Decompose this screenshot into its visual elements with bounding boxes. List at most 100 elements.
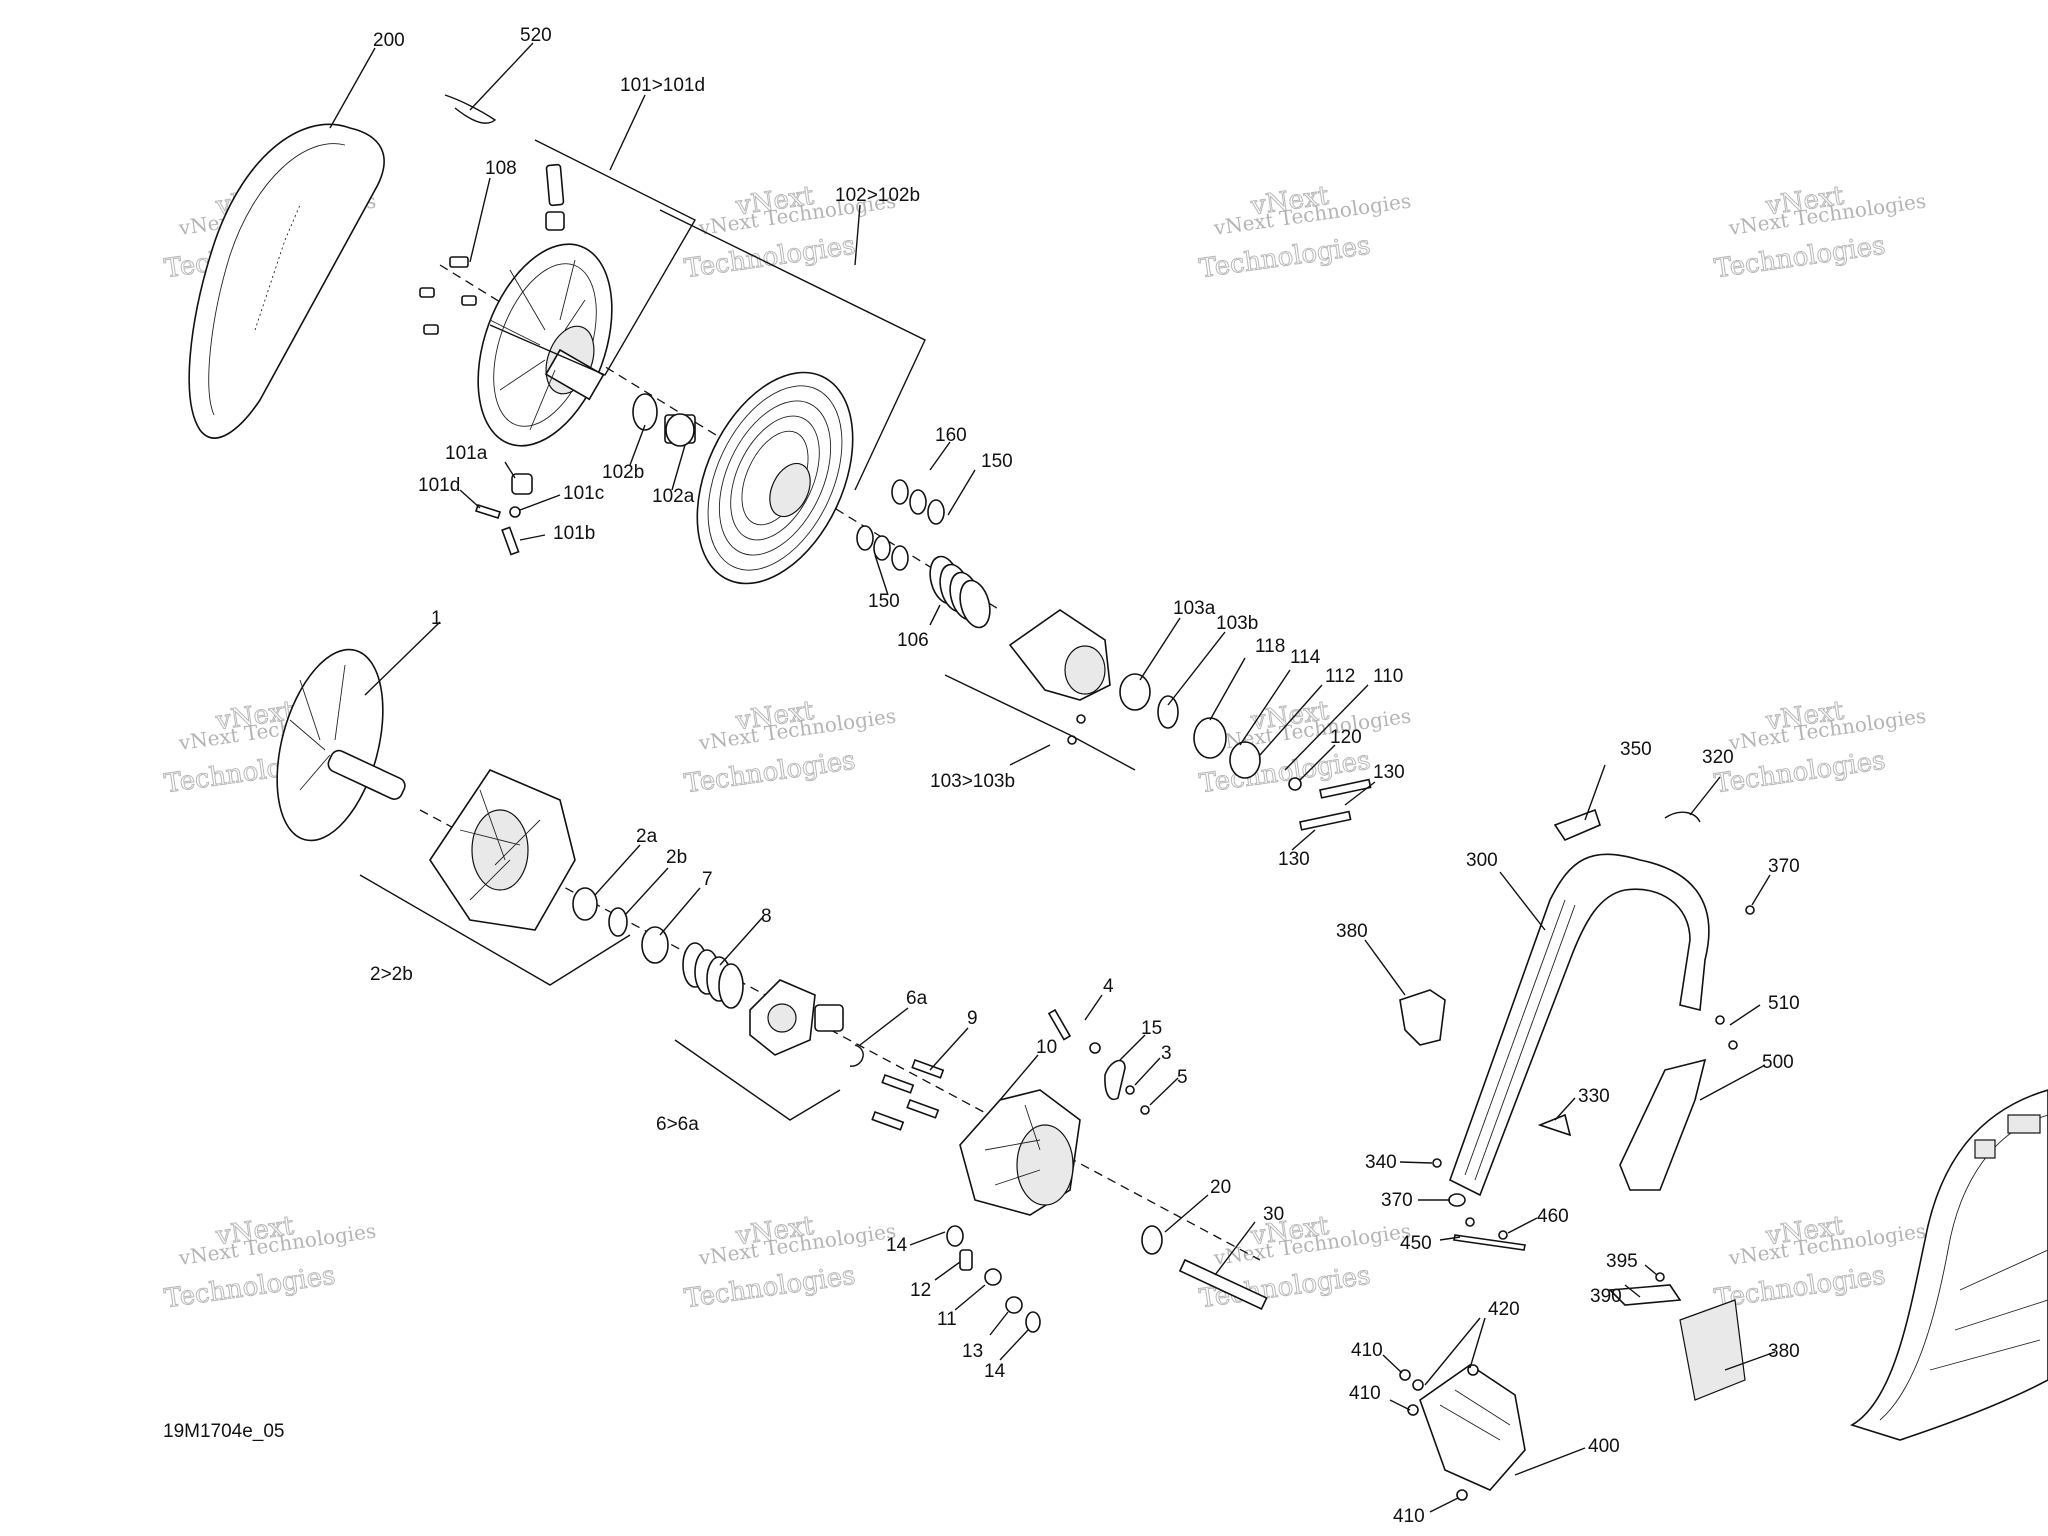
callout-1: 1 [431, 608, 442, 629]
rings-150-160 [856, 479, 945, 571]
bearing-102 [632, 393, 696, 447]
watermark: vNext Technologies vNext Technologies [162, 1210, 377, 1314]
callout-6: 6>6a [656, 1114, 699, 1135]
watermark: vNext Technologies vNext Technologies [1712, 1210, 1927, 1314]
callout-340: 340 [1365, 1152, 1397, 1173]
callout-14-lower: 14 [984, 1361, 1006, 1382]
callout-103a: 103a [1173, 598, 1216, 619]
callout-420: 420 [1488, 1299, 1520, 1320]
group-102-bracket [659, 209, 926, 491]
callout-102: 102>102b [835, 185, 920, 206]
belt-guard-partial [1850, 1089, 2048, 1441]
callout-160: 160 [935, 425, 967, 446]
callout-5: 5 [1177, 1067, 1188, 1088]
callout-101a: 101a [445, 443, 488, 464]
callout-11: 11 [937, 1309, 957, 1330]
callout-14-upper: 14 [886, 1235, 908, 1256]
callout-3: 3 [1161, 1043, 1172, 1064]
group-103-bracket [944, 674, 1136, 771]
callout-410-middle: 410 [1349, 1383, 1381, 1404]
diagram-id: 19M1704e_05 [163, 1421, 285, 1442]
fixed-sheave [477, 243, 613, 447]
callout-330: 330 [1578, 1086, 1610, 1107]
callout-108: 108 [485, 158, 517, 179]
callout-150-lower: 150 [868, 591, 900, 612]
callout-101: 101>101d [620, 75, 705, 96]
callout-102b: 102b [602, 462, 644, 483]
callout-8: 8 [761, 906, 772, 927]
callout-380-upper: 380 [1336, 921, 1368, 942]
drive-belt [188, 123, 385, 439]
small-brackets [1553, 808, 1755, 915]
callout-118: 118 [1255, 636, 1285, 657]
fasteners-drive [871, 1008, 1150, 1131]
callout-500: 500 [1762, 1052, 1794, 1073]
watermark: vNext Technologies vNext Technologies [1712, 180, 1927, 284]
callout-7: 7 [702, 869, 713, 890]
callout-labels: 200 520 101>101d 108 102>102b 160 150 10… [370, 25, 1800, 1527]
callout-9: 9 [967, 1008, 978, 1029]
guard-400 [1399, 1364, 1526, 1501]
watermark: vNext Technologies vNext Technologies [682, 180, 897, 284]
group-2-bracket [359, 874, 631, 986]
callout-200: 200 [373, 30, 405, 51]
callout-380-lower: 380 [1768, 1341, 1800, 1362]
group-6-bracket [674, 1039, 841, 1121]
callout-13: 13 [962, 1341, 983, 1362]
driven-spring [929, 555, 991, 629]
rollers [946, 1225, 1041, 1333]
callout-15: 15 [1141, 1018, 1162, 1039]
watermark: vNext Technologies vNext Technologies [1712, 695, 1927, 799]
callout-101b: 101b [553, 523, 595, 544]
callout-510: 510 [1768, 993, 1800, 1014]
flap-380 [1679, 1299, 1746, 1401]
callout-102a: 102a [652, 486, 695, 507]
callout-520: 520 [520, 25, 552, 46]
drive-cover [959, 1089, 1081, 1216]
assembly-brackets [359, 139, 1136, 1121]
callout-2a: 2a [636, 826, 658, 847]
watermark: vNext Technologies vNext Technologies [1197, 180, 1412, 284]
drive-bushings-spring [572, 887, 744, 1009]
callout-410-upper: 410 [1351, 1340, 1383, 1361]
callout-130-lower: 130 [1278, 849, 1310, 870]
callout-2b: 2b [666, 847, 687, 868]
drive-fixed-half [276, 648, 406, 842]
callout-4: 4 [1103, 976, 1114, 997]
callout-400: 400 [1588, 1436, 1620, 1457]
fasteners-101 [419, 163, 565, 556]
washer-bolt [1141, 1225, 1268, 1310]
callout-410-lower: 410 [1393, 1506, 1425, 1527]
plate-390 [1608, 1272, 1682, 1306]
callout-150-upper: 150 [981, 451, 1013, 472]
guard-support [1449, 853, 1710, 1197]
callout-370-lower: 370 [1381, 1190, 1413, 1211]
callout-10: 10 [1036, 1037, 1057, 1058]
movable-sheave [696, 371, 854, 585]
callout-390: 390 [1590, 1286, 1622, 1307]
watermark: vNext Technologies vNext Technologies [1197, 1210, 1412, 1314]
callout-460: 460 [1537, 1206, 1569, 1227]
watermark: vNext Technologies vNext Technologies [682, 695, 897, 799]
callout-110: 110 [1373, 666, 1403, 687]
callout-350: 350 [1620, 739, 1652, 760]
spider-6 [749, 979, 864, 1067]
callout-103: 103>103b [930, 771, 1015, 792]
callout-12: 12 [910, 1280, 931, 1301]
callout-114: 114 [1290, 647, 1321, 668]
callout-101d: 101d [418, 475, 460, 496]
watermark: vNext Technologies vNext Technologies [682, 1210, 897, 1314]
callout-130-upper: 130 [1373, 762, 1405, 783]
callout-106: 106 [897, 630, 929, 651]
callout-30: 30 [1263, 1204, 1284, 1225]
callout-101c: 101c [563, 483, 604, 504]
callout-2: 2>2b [370, 964, 413, 985]
callout-450: 450 [1400, 1233, 1432, 1254]
bracket-380 [1399, 989, 1446, 1046]
callout-20: 20 [1210, 1177, 1231, 1198]
callout-370-upper: 370 [1768, 856, 1800, 877]
callout-320: 320 [1702, 747, 1734, 768]
callout-112: 112 [1325, 666, 1355, 687]
cam-103 [1008, 609, 1372, 831]
